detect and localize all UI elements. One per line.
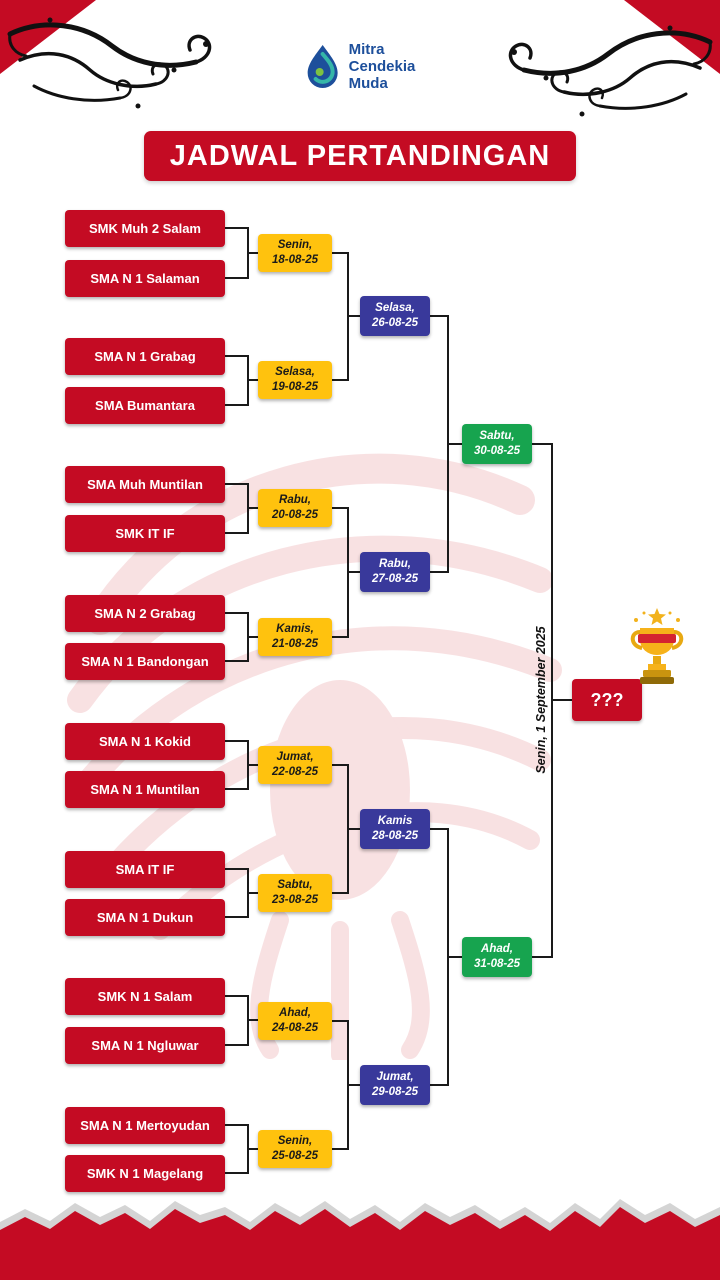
team-box: SMA N 1 Dukun	[65, 899, 225, 936]
team-box: SMK Muh 2 Salam	[65, 210, 225, 247]
match-day: Sabtu,	[479, 430, 515, 443]
logo-line: Mitra	[348, 41, 385, 58]
match-date: 26-08-25	[371, 317, 419, 329]
team-box: SMA Muh Muntilan	[65, 466, 225, 503]
quarterfinal-match-box: Rabu, 27-08-25	[360, 552, 430, 592]
team-box: SMA N 1 Kokid	[65, 723, 225, 760]
match-date: 20-08-25	[271, 509, 319, 521]
round1-match-box: Senin, 25-08-25	[258, 1130, 332, 1168]
round1-match-box: Ahad, 24-08-25	[258, 1002, 332, 1040]
match-day: Jumat,	[276, 751, 314, 764]
match-day: Ahad,	[279, 1007, 311, 1020]
flourish-right-icon	[508, 25, 713, 117]
logo-mark-icon	[307, 45, 338, 89]
quarterfinal-match-box: Kamis 28-08-25	[360, 809, 430, 849]
match-day: Rabu,	[279, 494, 311, 507]
match-day: Senin,	[277, 1135, 313, 1148]
final-winner-box: ???	[572, 679, 642, 721]
logo-line: Muda	[348, 74, 388, 92]
match-date: 18-08-25	[271, 254, 319, 266]
team-box: SMA IT IF	[65, 851, 225, 888]
team-box: SMA N 1 Muntilan	[65, 771, 225, 808]
semifinal-match-box: Ahad, 31-08-25	[462, 937, 532, 977]
match-day: Kamis,	[276, 623, 314, 636]
page-title: JADWAL PERTANDINGAN	[144, 131, 576, 181]
match-date: 19-08-25	[271, 381, 319, 393]
match-date: 21-08-25	[271, 638, 319, 650]
match-day: Sabtu,	[277, 879, 313, 892]
flourish-left-icon	[7, 17, 212, 109]
team-box: SMK N 1 Magelang	[65, 1155, 225, 1192]
round1-match-box: Selasa, 19-08-25	[258, 361, 332, 399]
match-day: Selasa,	[275, 366, 315, 379]
quarterfinal-match-box: Jumat, 29-08-25	[360, 1065, 430, 1105]
match-day: Jumat,	[376, 1071, 414, 1084]
team-box: SMA N 1 Bandongan	[65, 643, 225, 680]
match-day: Kamis	[377, 815, 413, 828]
match-date: 23-08-25	[271, 894, 319, 906]
match-date: 31-08-25	[473, 958, 521, 970]
match-day: Ahad,	[481, 943, 513, 956]
team-box: SMA N 2 Grabag	[65, 595, 225, 632]
team-box: SMK N 1 Salam	[65, 978, 225, 1015]
logo-line: Cendekia	[348, 57, 416, 75]
match-day: Rabu,	[379, 558, 411, 571]
match-date: 29-08-25	[371, 1086, 419, 1098]
match-date: 22-08-25	[271, 766, 319, 778]
logo-text: Mitra Cendekia Muda	[348, 41, 416, 92]
match-date: 30-08-25	[473, 445, 521, 457]
match-day: Senin,	[277, 239, 313, 252]
match-date: 28-08-25	[371, 830, 419, 842]
team-box: SMA N 1 Mertoyudan	[65, 1107, 225, 1144]
round1-match-box: Sabtu, 23-08-25	[258, 874, 332, 912]
round1-match-box: Senin, 18-08-25	[258, 234, 332, 272]
match-day: Selasa,	[375, 302, 415, 315]
team-box: SMA Bumantara	[65, 387, 225, 424]
team-box: SMK IT IF	[65, 515, 225, 552]
round1-match-box: Jumat, 22-08-25	[258, 746, 332, 784]
match-date: 25-08-25	[271, 1150, 319, 1162]
match-date: 27-08-25	[371, 573, 419, 585]
logo: Mitra Cendekia Muda	[305, 41, 416, 92]
torn-paper-edge	[0, 1199, 720, 1280]
team-box: SMA N 1 Ngluwar	[65, 1027, 225, 1064]
round1-match-box: Kamis, 21-08-25	[258, 618, 332, 656]
match-date: 24-08-25	[271, 1022, 319, 1034]
final-date-label: Senin, 1 September 2025	[534, 626, 548, 774]
champion-trophy-icon	[630, 608, 684, 684]
semifinal-match-box: Sabtu, 30-08-25	[462, 424, 532, 464]
team-box: SMA N 1 Grabag	[65, 338, 225, 375]
round1-match-box: Rabu, 20-08-25	[258, 489, 332, 527]
quarterfinal-match-box: Selasa, 26-08-25	[360, 296, 430, 336]
team-box: SMA N 1 Salaman	[65, 260, 225, 297]
